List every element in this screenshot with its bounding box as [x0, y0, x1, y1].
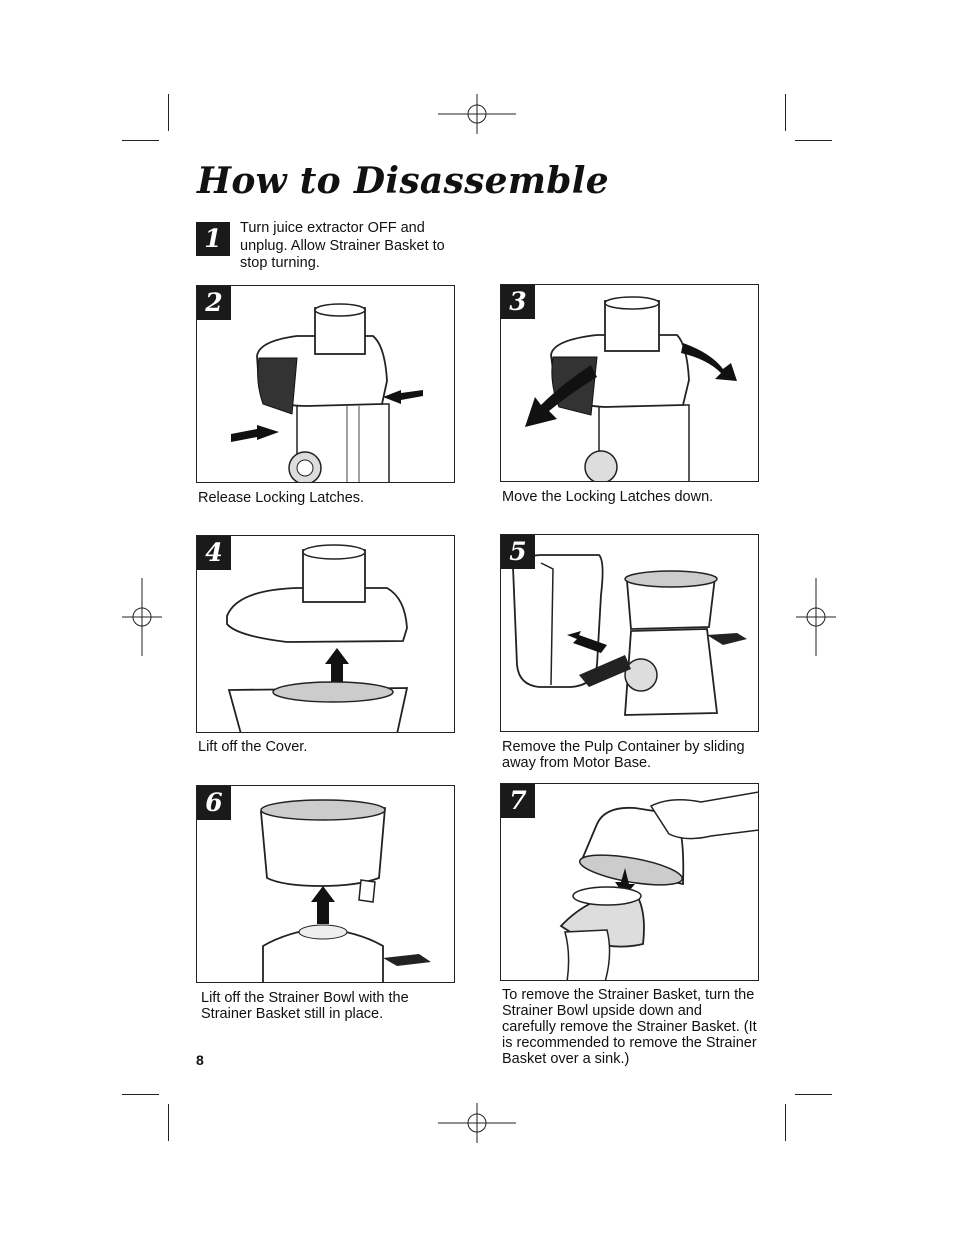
registration-mark-bottom — [438, 1103, 516, 1143]
step-3-panel: 3 — [500, 284, 759, 482]
step-number-1: 1 — [196, 222, 230, 256]
crop-mark — [168, 94, 169, 131]
registration-mark-left — [122, 578, 162, 656]
step-number-6: 6 — [197, 786, 231, 820]
step-3-caption: Move the Locking Latches down. — [502, 489, 714, 505]
crop-mark — [795, 1094, 832, 1095]
step-number-2: 2 — [197, 286, 231, 320]
illustration-remove-strainer-basket — [559, 791, 758, 980]
step-2-caption: Release Locking Latches. — [198, 490, 365, 506]
page-title: How to Disassemble — [197, 160, 609, 202]
illustration-release-latches — [231, 303, 423, 482]
step-1-text: Turn juice extractor OFF and unplug. All… — [240, 220, 445, 271]
step-5-caption: Remove the Pulp Container by sliding awa… — [502, 739, 745, 771]
step-2-panel: 2 — [196, 285, 455, 483]
step-number-7: 7 — [501, 784, 535, 818]
step-7-caption: To remove the Strainer Basket, turn the … — [502, 987, 757, 1067]
crop-mark — [785, 94, 786, 131]
step-7-panel: 7 — [500, 783, 759, 981]
registration-mark-top — [438, 94, 516, 134]
step-number-5: 5 — [501, 535, 535, 569]
crop-mark — [795, 140, 832, 141]
page-number: 8 — [196, 1052, 204, 1068]
crop-mark — [168, 1104, 169, 1141]
illustration-lift-strainer-bowl — [260, 799, 431, 982]
step-number-4: 4 — [197, 536, 231, 570]
illustration-lift-cover — [226, 544, 409, 732]
step-6-caption: Lift off the Strainer Bowl with the Stra… — [201, 990, 409, 1022]
step-6-panel: 6 — [196, 785, 455, 983]
step-5-panel: 5 — [500, 534, 759, 732]
illustration-remove-pulp-container — [512, 554, 747, 716]
step-4-caption: Lift off the Cover. — [198, 739, 308, 755]
crop-mark — [122, 140, 159, 141]
step-4-panel: 4 — [196, 535, 455, 733]
registration-mark-right — [796, 578, 836, 656]
crop-mark — [785, 1104, 786, 1141]
crop-mark — [122, 1094, 159, 1095]
step-number-3: 3 — [501, 285, 535, 319]
illustration-latches-down — [525, 296, 737, 481]
